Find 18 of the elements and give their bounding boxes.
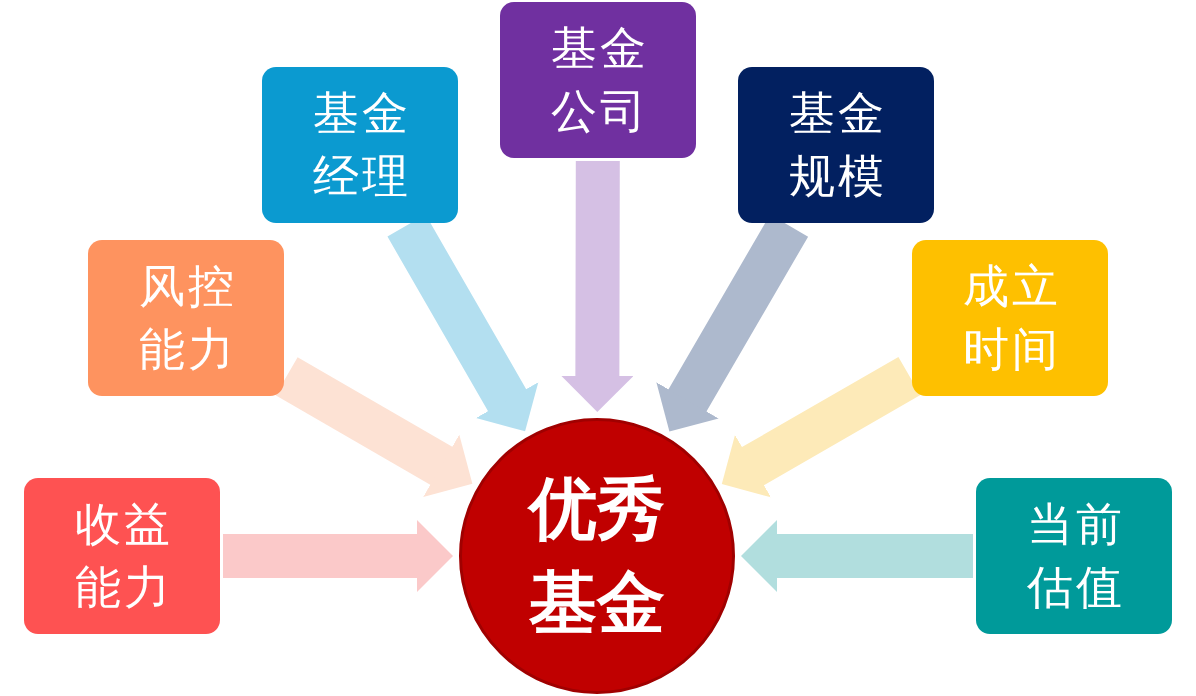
factor-label: 当前估值 — [1025, 496, 1126, 616]
goal-label: 优秀基金 — [526, 468, 666, 644]
factor-label: 基金公司 — [549, 20, 650, 140]
factor-label: 成立时间 — [961, 258, 1062, 378]
factor-label: 基金经理 — [311, 85, 412, 205]
factor-box — [912, 240, 1108, 396]
factor-box — [262, 67, 458, 223]
block-arrow — [223, 520, 453, 592]
factor-box — [500, 2, 696, 158]
factor-box — [976, 478, 1172, 634]
factor-label: 收益能力 — [73, 496, 174, 616]
factor-label: 风控能力 — [137, 258, 238, 378]
factor-box — [88, 240, 284, 396]
factor-label: 基金规模 — [787, 85, 888, 205]
factor-box — [24, 478, 220, 634]
block-arrow — [741, 520, 973, 592]
block-arrow — [561, 160, 634, 413]
factor-box — [738, 67, 934, 223]
